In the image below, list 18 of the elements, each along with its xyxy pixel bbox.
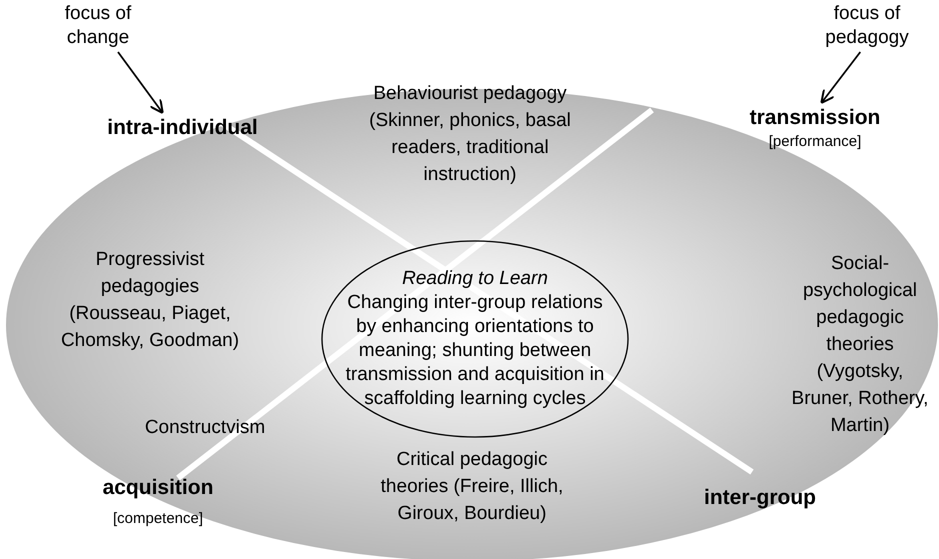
quadrant-text: Social-psychological pedagogic theories (Vygotsky, Bruner, Rothery, Martin) [790,252,930,438]
quadrant-text: Progressivist pedagogies (Rousseau, Piaget, Chomsky, Goodman) [60,248,240,353]
quadrant-heading: inter-group [703,485,817,511]
quadrant-heading: acquisition [102,475,214,501]
axis-caption: focus of change [64,2,132,50]
axis-caption: focus of pedagogy [824,2,910,50]
quadrant-text: Behaviourist pedagogy (Skinner, phonics, basal readers, traditional instruction) [368,82,572,187]
ellipse-node [321,240,629,438]
quadrant-text: Critical pedagogic theories (Freire, Illich, Giroux, Bourdieu) [380,448,564,526]
quadrant-heading: transmission [748,105,882,131]
quadrant-heading: intra-individual [106,115,259,141]
arrow [820,51,862,104]
quadrant-text: Constructvism [144,416,266,440]
ellipse-description: Changing inter-group relations by enhancing orientations to meaning; shunting between transmission and acquisition in scaffolding learning cycles [344,291,606,411]
quadrant-subheading: [competence] [112,509,204,529]
ellipse-title: Reading to Learn [402,267,548,291]
arrow [117,51,164,114]
quadrant-subheading: [performance] [768,132,862,152]
